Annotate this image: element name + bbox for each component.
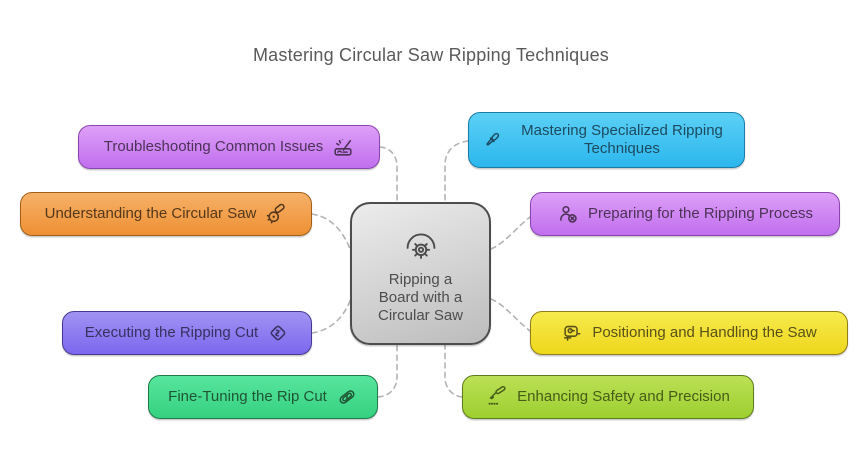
node-troubleshooting-common-issues: Troubleshooting Common Issues xyxy=(78,125,380,169)
node-label: Fine-Tuning the Rip Cut xyxy=(168,388,327,405)
kickback-spark-icon xyxy=(332,136,354,158)
node-mastering-specialized-ripping-techniques: Mastering Specialized Ripping Techniques xyxy=(468,112,745,168)
page-title: Mastering Circular Saw Ripping Technique… xyxy=(252,45,610,65)
node-positioning-and-handling-the-saw: Positioning and Handling the Saw xyxy=(530,311,848,355)
blade-diamond-icon xyxy=(267,322,289,344)
node-preparing-for-the-ripping-process: Preparing for the Ripping Process xyxy=(530,192,840,236)
node-label: Enhancing Safety and Precision xyxy=(517,388,730,405)
node-central-topic: Ripping a Board with a Circular Saw xyxy=(350,202,491,345)
user-x-icon xyxy=(557,203,579,225)
node-label: Understanding the Circular Saw xyxy=(44,205,257,222)
node-understanding-the-circular-saw: Understanding the Circular Saw xyxy=(20,192,312,236)
connector-preparing-center xyxy=(490,216,531,250)
connector-enhancing-center xyxy=(444,344,463,398)
node-label: Troubleshooting Common Issues xyxy=(103,138,324,155)
node-label: Executing the Ripping Cut xyxy=(84,324,259,341)
central-topic-label: Ripping a Board with a Circular Saw xyxy=(377,271,464,324)
connector-troubleshooting-center xyxy=(379,146,398,203)
connector-understanding-center xyxy=(311,213,351,250)
connector-positioning-center xyxy=(490,298,531,332)
node-label: Mastering Specialized Ripping Techniques xyxy=(521,122,723,157)
node-executing-the-ripping-cut: Executing the Ripping Cut xyxy=(62,311,312,355)
circular-saw-tool-icon xyxy=(265,203,287,225)
circular-saw-blade-icon xyxy=(398,222,444,268)
marking-knife-icon xyxy=(486,386,508,408)
connector-executing-center xyxy=(311,300,351,334)
chisel-icon xyxy=(481,129,503,151)
node-enhancing-safety-and-precision: Enhancing Safety and Precision xyxy=(462,375,754,419)
connector-finetuning-center xyxy=(377,344,398,398)
node-fine-tuning-the-rip-cut: Fine-Tuning the Rip Cut xyxy=(148,375,378,419)
connector-mastering-center xyxy=(444,140,469,203)
blade-clip-icon xyxy=(336,386,358,408)
node-label: Positioning and Handling the Saw xyxy=(592,324,817,341)
node-label: Preparing for the Ripping Process xyxy=(587,205,814,222)
jigsaw-icon xyxy=(561,322,583,344)
